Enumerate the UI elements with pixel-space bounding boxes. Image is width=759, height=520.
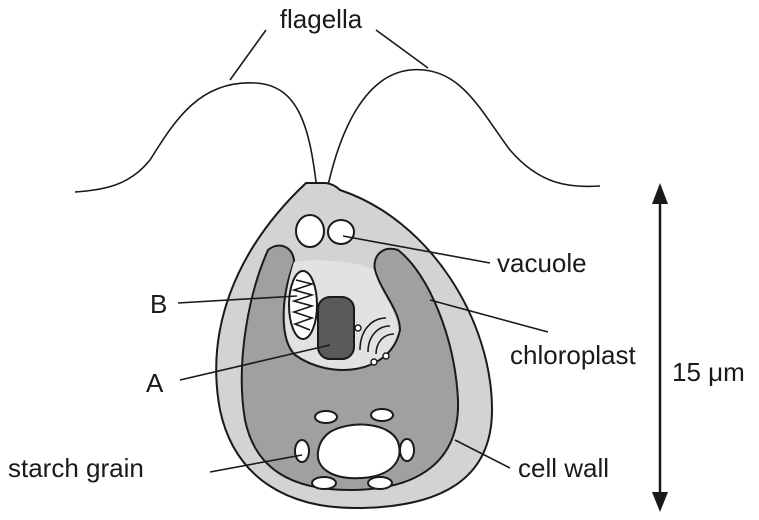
leader-flagella-left [230,30,266,80]
flagellum-right [327,70,600,190]
label-scale: 15 μm [672,357,745,387]
label-flagella: flagella [280,4,363,34]
label-chloroplast: chloroplast [510,340,637,370]
label-starch-grain: starch grain [8,453,144,483]
label-a: A [146,368,164,398]
nucleus [318,297,354,359]
vacuole-left [296,215,324,247]
vacuole-right [328,220,354,244]
scale-arrow [652,183,668,512]
pyrenoid [318,425,400,479]
label-cell-wall: cell wall [518,453,609,483]
label-b: B [150,289,167,319]
flagellum-left [75,83,317,192]
label-vacuole: vacuole [497,248,587,278]
leader-flagella-right [376,30,428,68]
